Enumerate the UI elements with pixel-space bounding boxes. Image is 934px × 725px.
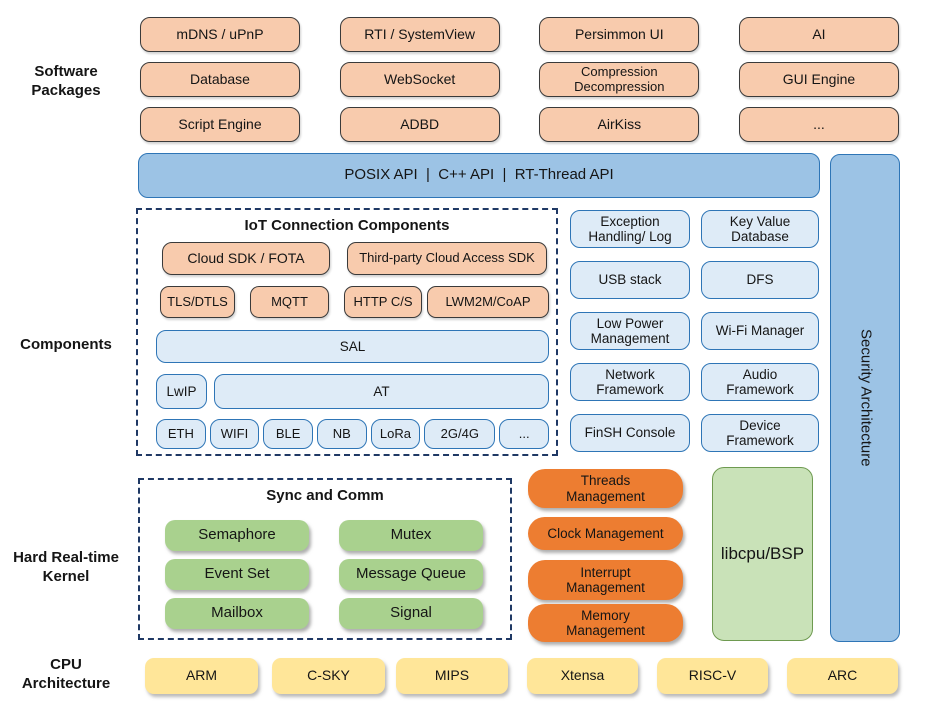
iot-box-http-cs: HTTP C/S [344, 286, 422, 318]
pkg-box-airkiss: AirKiss [539, 107, 700, 142]
iot-box-mqtt: MQTT [250, 286, 329, 318]
label-components: Components [20, 336, 112, 353]
component-box-network-framework: Network Framework [570, 363, 690, 401]
link-box-more: ... [499, 419, 550, 449]
libcpu-bsp-box: libcpu/BSP [712, 467, 813, 641]
component-box-audio-framework: Audio Framework [701, 363, 819, 401]
component-boxes-grid: Exception Handling/ Log Key Value Databa… [570, 210, 819, 452]
cpu-box-mips: MIPS [396, 658, 508, 694]
pkg-box-persimmon-ui: Persimmon UI [539, 17, 700, 52]
sync-and-comm-group: Sync and Comm Semaphore Mutex Event Set … [138, 478, 512, 640]
api-bar: POSIX API | C++ API | RT-Thread API [138, 153, 820, 198]
sync-group-title: Sync and Comm [266, 487, 384, 504]
pkg-box-mdns-upnp: mDNS / uPnP [140, 17, 300, 52]
kernel-box-threads-management: Threads Management [528, 469, 683, 508]
iot-link-row: ETH WIFI BLE NB LoRa 2G/4G ... [156, 419, 550, 449]
iot-box-tls-dtls: TLS/DTLS [160, 286, 235, 318]
iot-box-at: AT [214, 374, 549, 409]
component-box-low-power-management: Low Power Management [570, 312, 690, 350]
component-box-device-framework: Device Framework [701, 414, 819, 452]
security-architecture-bar: Security Architecture [830, 154, 900, 642]
iot-box-sal: SAL [156, 330, 549, 363]
link-box-wifi: WIFI [209, 419, 260, 449]
link-box-nb: NB [316, 419, 367, 449]
cpu-box-arc: ARC [787, 658, 898, 694]
iot-box-thirdparty-cloud-sdk: Third-party Cloud Access SDK [347, 242, 547, 275]
packages-row-1: mDNS / uPnP RTI / SystemView Persimmon U… [140, 17, 899, 52]
sync-grid: Semaphore Mutex Event Set Message Queue … [165, 520, 483, 629]
iot-box-cloud-sdk-fota: Cloud SDK / FOTA [162, 242, 330, 275]
link-box-2g-4g: 2G/4G [424, 419, 496, 449]
link-box-eth: ETH [156, 419, 206, 449]
packages-row-3: Script Engine ADBD AirKiss ... [140, 107, 899, 142]
cpu-box-risc-v: RISC-V [657, 658, 768, 694]
pkg-box-ai: AI [738, 17, 899, 52]
kernel-box-interrupt-management: Interrupt Management [528, 560, 683, 600]
sync-box-event-set: Event Set [165, 559, 309, 590]
cpu-box-c-sky: C-SKY [272, 658, 385, 694]
iot-group-title: IoT Connection Components [244, 217, 450, 234]
pkg-box-gui-engine: GUI Engine [738, 62, 899, 97]
iot-box-lwip: LwIP [156, 374, 207, 409]
component-box-finsh-console: FinSH Console [570, 414, 690, 452]
pkg-box-database: Database [140, 62, 300, 97]
link-box-lora: LoRa [370, 419, 421, 449]
iot-box-lwm2m-coap: LWM2M/CoAP [427, 286, 549, 318]
pkg-box-websocket: WebSocket [339, 62, 500, 97]
cpu-box-arm: ARM [145, 658, 258, 694]
sync-box-mailbox: Mailbox [165, 598, 309, 629]
pkg-box-script-engine: Script Engine [140, 107, 300, 142]
label-hard-realtime-kernel: Hard Real-time Kernel [13, 549, 119, 585]
kernel-box-memory-management: Memory Management [528, 604, 683, 642]
packages-row-2: Database WebSocket Compression Decompres… [140, 62, 899, 97]
sync-box-signal: Signal [339, 598, 483, 629]
component-box-usb-stack: USB stack [570, 261, 690, 299]
link-box-ble: BLE [263, 419, 313, 449]
component-box-key-value-database: Key Value Database [701, 210, 819, 248]
label-software-packages: Software Packages [31, 63, 101, 99]
component-box-dfs: DFS [701, 261, 819, 299]
pkg-box-more: ... [738, 107, 899, 142]
cpu-box-xtensa: Xtensa [527, 658, 638, 694]
component-box-exception-handling-log: Exception Handling/ Log [570, 210, 690, 248]
component-box-wifi-manager: Wi-Fi Manager [701, 312, 819, 350]
iot-connection-components-group: IoT Connection Components Cloud SDK / FO… [136, 208, 558, 456]
sync-box-message-queue: Message Queue [339, 559, 483, 590]
pkg-box-adbd: ADBD [339, 107, 500, 142]
pkg-box-compression-decompression: Compression Decompression [539, 62, 700, 97]
sync-box-semaphore: Semaphore [165, 520, 309, 551]
sync-box-mutex: Mutex [339, 520, 483, 551]
pkg-box-rti-systemview: RTI / SystemView [339, 17, 500, 52]
label-cpu-architecture: CPU Architecture [21, 656, 111, 692]
kernel-box-clock-management: Clock Management [528, 517, 683, 550]
api-bar-label: POSIX API | C++ API | RT-Thread API [344, 166, 614, 184]
